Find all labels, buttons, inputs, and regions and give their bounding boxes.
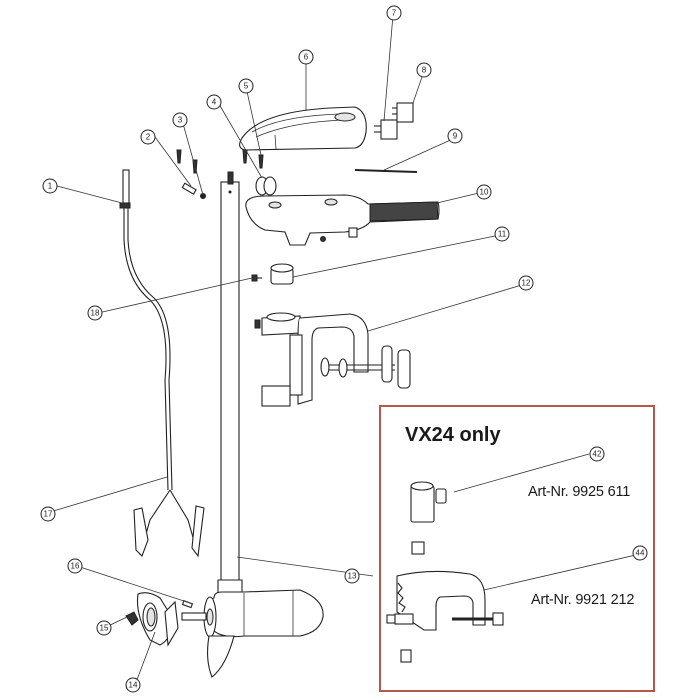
- spring-rings: [255, 176, 277, 196]
- svg-text:3: 3: [178, 116, 183, 125]
- callout-11: 11: [494, 226, 510, 242]
- callout-42: 42: [589, 446, 605, 462]
- wire-link: [354, 169, 418, 173]
- callout-44: 44: [632, 545, 648, 561]
- prop-nut: [125, 611, 139, 626]
- svg-text:18: 18: [91, 309, 100, 318]
- callout-13: 13: [344, 568, 360, 584]
- callout-3: 3: [172, 112, 188, 128]
- tiller-handle: [245, 194, 440, 246]
- callout-10: 10: [476, 184, 492, 200]
- callout-9: 9: [447, 128, 463, 144]
- inset-title: VX24 only: [405, 424, 501, 446]
- callout-16: 16: [67, 558, 83, 574]
- svg-text:16: 16: [71, 562, 80, 571]
- svg-text:12: 12: [522, 279, 531, 288]
- svg-text:2: 2: [146, 133, 151, 142]
- svg-text:44: 44: [636, 549, 645, 558]
- svg-text:7: 7: [392, 9, 397, 18]
- callout-5: 5: [238, 78, 254, 94]
- callout-12: 12: [518, 275, 534, 291]
- svg-text:5: 5: [244, 82, 249, 91]
- art-nr-44: Art-Nr. 9921 212: [531, 592, 635, 608]
- svg-text:13: 13: [348, 572, 357, 581]
- callout-18: 18: [87, 305, 103, 321]
- pin-part: [181, 182, 197, 195]
- svg-text:14: 14: [129, 681, 138, 690]
- collar-thumbscrew: [251, 274, 262, 282]
- propeller: [136, 592, 179, 647]
- callout-2: 2: [140, 129, 156, 145]
- svg-text:15: 15: [100, 624, 109, 633]
- inset-clamp-part: [386, 570, 504, 663]
- svg-text:17: 17: [44, 510, 53, 519]
- callout-8: 8: [416, 62, 432, 78]
- art-nr-42: Art-Nr. 9925 611: [528, 484, 631, 500]
- collar: [270, 263, 294, 285]
- svg-text:1: 1: [48, 182, 53, 191]
- battery-cable: [119, 169, 205, 558]
- callout-4: 4: [206, 94, 222, 110]
- motor-shaft: [220, 171, 240, 591]
- motor-body: [181, 579, 324, 678]
- leader-lines: [49, 14, 641, 686]
- callout-1: 1: [42, 178, 58, 194]
- svg-text:4: 4: [212, 98, 217, 107]
- inset-collar-part: [410, 481, 447, 555]
- svg-text:11: 11: [498, 230, 507, 239]
- svg-text:9: 9: [453, 132, 458, 141]
- callout-7: 7: [386, 5, 402, 21]
- callout-17: 17: [40, 506, 56, 522]
- head-cover: [239, 106, 367, 151]
- svg-text:10: 10: [480, 188, 489, 197]
- callout-15: 15: [96, 620, 112, 636]
- transom-clamp: [254, 312, 411, 407]
- svg-text:8: 8: [422, 66, 427, 75]
- vx24-inset-box: [379, 405, 655, 692]
- callout-14: 14: [125, 677, 141, 693]
- svg-text:42: 42: [593, 450, 602, 459]
- callout-6: 6: [298, 49, 314, 65]
- switches: [374, 102, 414, 140]
- svg-text:6: 6: [304, 53, 309, 62]
